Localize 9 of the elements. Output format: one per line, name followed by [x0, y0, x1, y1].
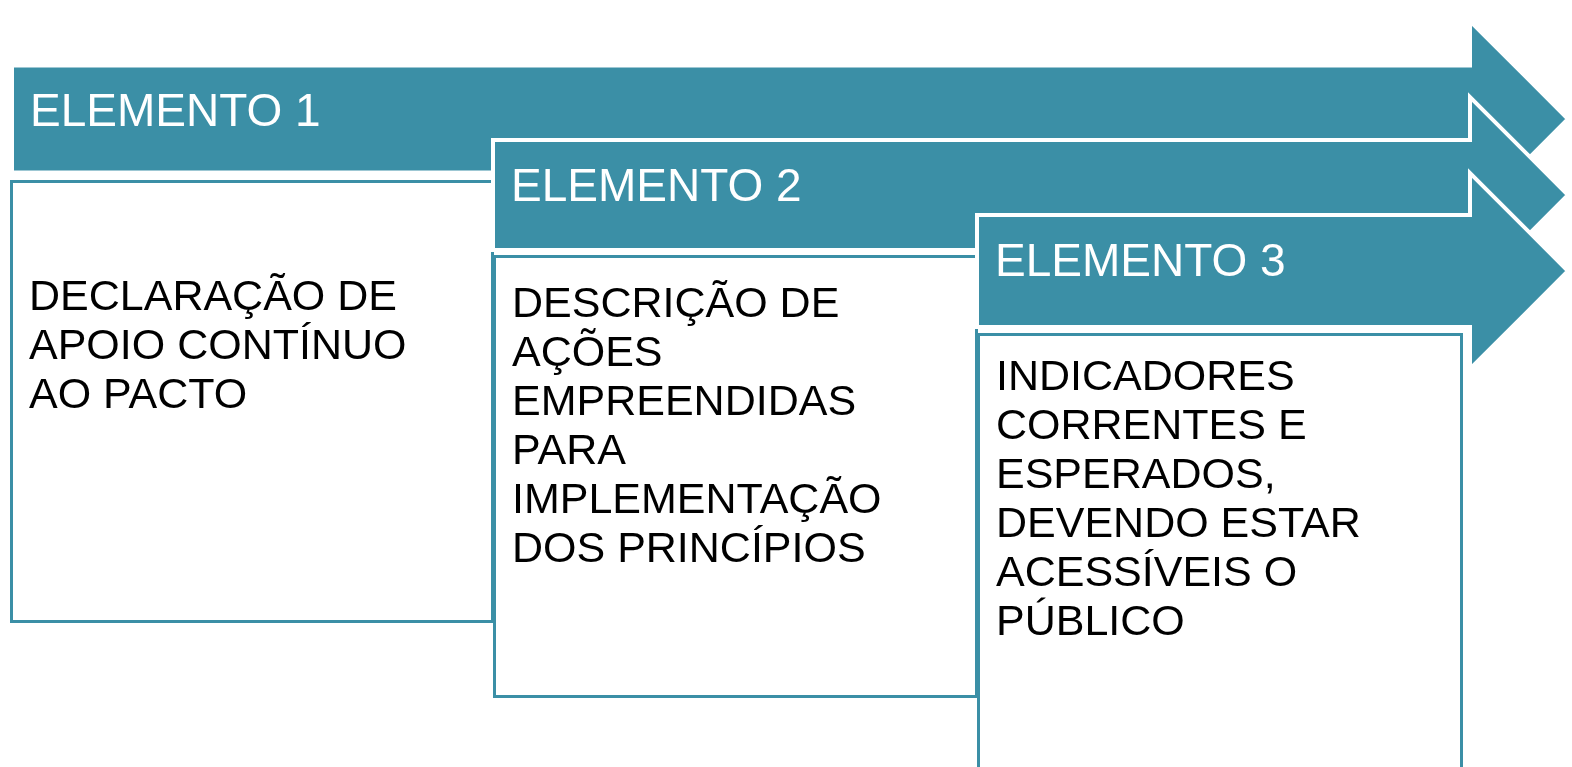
banner-heading: ELEMENTO 1 [30, 87, 321, 133]
box-text: DESCRIÇÃO DE AÇÕES EMPREENDIDAS PARA IMPLEMENTAÇÃO DOS PRINCÍPIOS [512, 278, 883, 573]
banner-heading: ELEMENTO 3 [995, 237, 1286, 283]
text-box [977, 333, 1463, 767]
box-text: DECLARAÇÃO DE APOIO CONTÍNUO AO PACTO [29, 271, 408, 419]
box-text: INDICADORES CORRENTES E ESPERADOS, DEVENDO ESTAR ACESSÍVEIS O PÚBLICO [996, 351, 1362, 646]
text-box [493, 255, 978, 698]
banner-heading: ELEMENTO 2 [511, 162, 802, 208]
text-box [10, 180, 494, 623]
